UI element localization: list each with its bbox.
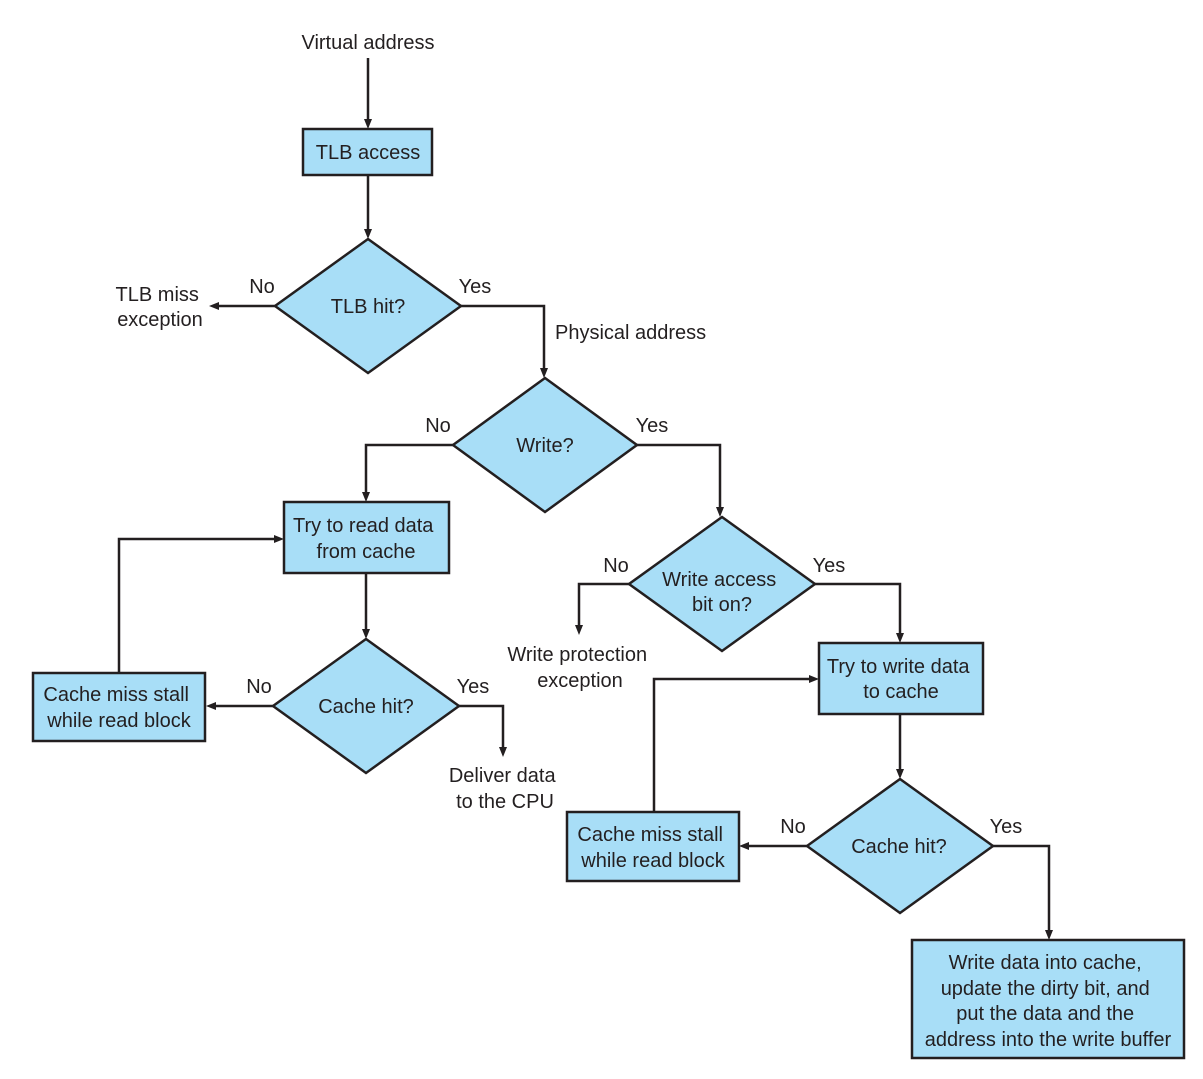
write-buffer-line-2: update the dirty bit, and (941, 978, 1150, 1000)
tlb-hit-line-1: TLB hit? (331, 296, 405, 318)
write-no-label: No (425, 415, 451, 437)
edge-write-stall-loop (652, 675, 819, 812)
write-miss-stall-label: Cache miss stall while read block (577, 824, 728, 872)
tlb-hit-diamond: TLB hit? (272, 237, 464, 375)
write-buffer-line-4: address into the write buffer (925, 1029, 1172, 1051)
read-miss-stall-line-1: Cache miss stall (43, 684, 189, 706)
tlb-miss-line-2: exception (117, 309, 203, 331)
write-cache-hit-label: Cache hit? (851, 836, 947, 858)
write-cache-hit-yes-label: Yes (990, 816, 1023, 838)
edge-tlb-hit-no (209, 302, 275, 310)
edge-tlb-access-to-tlb-hit (364, 175, 372, 239)
read-cache-line-2: from cache (317, 541, 416, 563)
write-access-diamond: Write access bit on? (626, 515, 818, 653)
write-diamond: Write? (450, 376, 640, 514)
write-access-label: Write access bit on? (662, 569, 782, 616)
deliver-data-text: Deliver data to the CPU (449, 765, 561, 813)
write-buffer-line-3: put the data and the (956, 1003, 1134, 1025)
edge-read-hit-no (206, 702, 273, 710)
edge-virtual-to-tlb-access (364, 58, 372, 129)
edge-write-hit-yes (993, 844, 1053, 940)
tlb-hit-label: TLB hit? (331, 296, 405, 318)
read-cache-hit-diamond: Cache hit? (270, 637, 462, 775)
physical-address-text: Physical address (555, 322, 706, 344)
read-miss-stall-box: Cache miss stall while read block (31, 671, 207, 743)
edge-write-hit-no (739, 842, 807, 850)
edge-read-stall-loop (117, 535, 284, 673)
write-protection-line-2: exception (537, 670, 623, 692)
edge-write-yes (637, 443, 724, 517)
write-cache-line-2: to cache (863, 681, 939, 703)
edge-tlb-hit-yes (461, 304, 548, 378)
write-buffer-line-1: Write data into cache, (949, 952, 1142, 974)
write-label: Write? (516, 435, 573, 457)
tlb-miss-line-1: TLB miss (116, 284, 199, 306)
read-cache-hit-line-1: Cache hit? (318, 696, 414, 718)
write-access-yes-label: Yes (813, 555, 846, 577)
edge-write-no (362, 443, 453, 502)
write-line-1: Write? (516, 435, 573, 457)
write-miss-stall-line-2: while read block (580, 850, 725, 872)
read-cache-hit-no-label: No (246, 676, 272, 698)
deliver-data-line-2: to the CPU (456, 791, 554, 813)
write-miss-stall-box: Cache miss stall while read block (565, 810, 741, 883)
write-cache-hit-no-label: No (780, 816, 806, 838)
read-cache-hit-label: Cache hit? (318, 696, 414, 718)
write-buffer-label: Write data into cache, update the dirty … (925, 952, 1172, 1051)
read-miss-stall-label: Cache miss stall while read block (43, 684, 194, 732)
write-miss-stall-line-1: Cache miss stall (577, 824, 723, 846)
tlb-access-label: TLB access (316, 142, 420, 164)
write-yes-label: Yes (636, 415, 669, 437)
deliver-data-line-1: Deliver data (449, 765, 557, 787)
tlb-miss-exception-text: TLB miss exception (116, 284, 205, 331)
physical-address-line-1: Physical address (555, 322, 706, 344)
write-protection-exception-text: Write protection exception (507, 644, 652, 692)
read-cache-line-1: Try to read data (293, 515, 434, 537)
write-cache-line-1: Try to write data (827, 656, 971, 678)
write-access-line-2: bit on? (692, 594, 752, 616)
write-cache-box: Try to write data to cache (817, 641, 985, 716)
write-access-no-label: No (603, 555, 629, 577)
tlb-hit-no-label: No (249, 276, 275, 298)
edge-read-cache-to-hit (362, 573, 370, 639)
write-protection-line-1: Write protection (507, 644, 647, 666)
tlb-access-box: TLB access (301, 127, 434, 177)
read-cache-hit-yes-label: Yes (457, 676, 490, 698)
write-buffer-box: Write data into cache, update the dirty … (910, 938, 1186, 1060)
read-cache-box: Try to read data from cache (282, 500, 451, 575)
write-access-line-1: Write access (662, 569, 776, 591)
write-cache-hit-diamond: Cache hit? (804, 777, 996, 915)
read-cache-label: Try to read data from cache (293, 515, 439, 563)
edge-read-hit-yes (459, 704, 507, 757)
write-cache-label: Try to write data to cache (827, 656, 975, 703)
edge-access-no (575, 582, 629, 635)
read-miss-stall-line-2: while read block (46, 710, 191, 732)
tlb-hit-yes-label: Yes (459, 276, 492, 298)
tlb-access-line-1: TLB access (316, 142, 420, 164)
edges (117, 58, 1053, 940)
write-cache-hit-line-1: Cache hit? (851, 836, 947, 858)
edge-access-yes (815, 582, 904, 643)
virtual-address-text: Virtual address (301, 32, 434, 54)
virtual-address-line-1: Virtual address (301, 32, 434, 54)
edge-write-cache-to-hit (896, 714, 904, 779)
